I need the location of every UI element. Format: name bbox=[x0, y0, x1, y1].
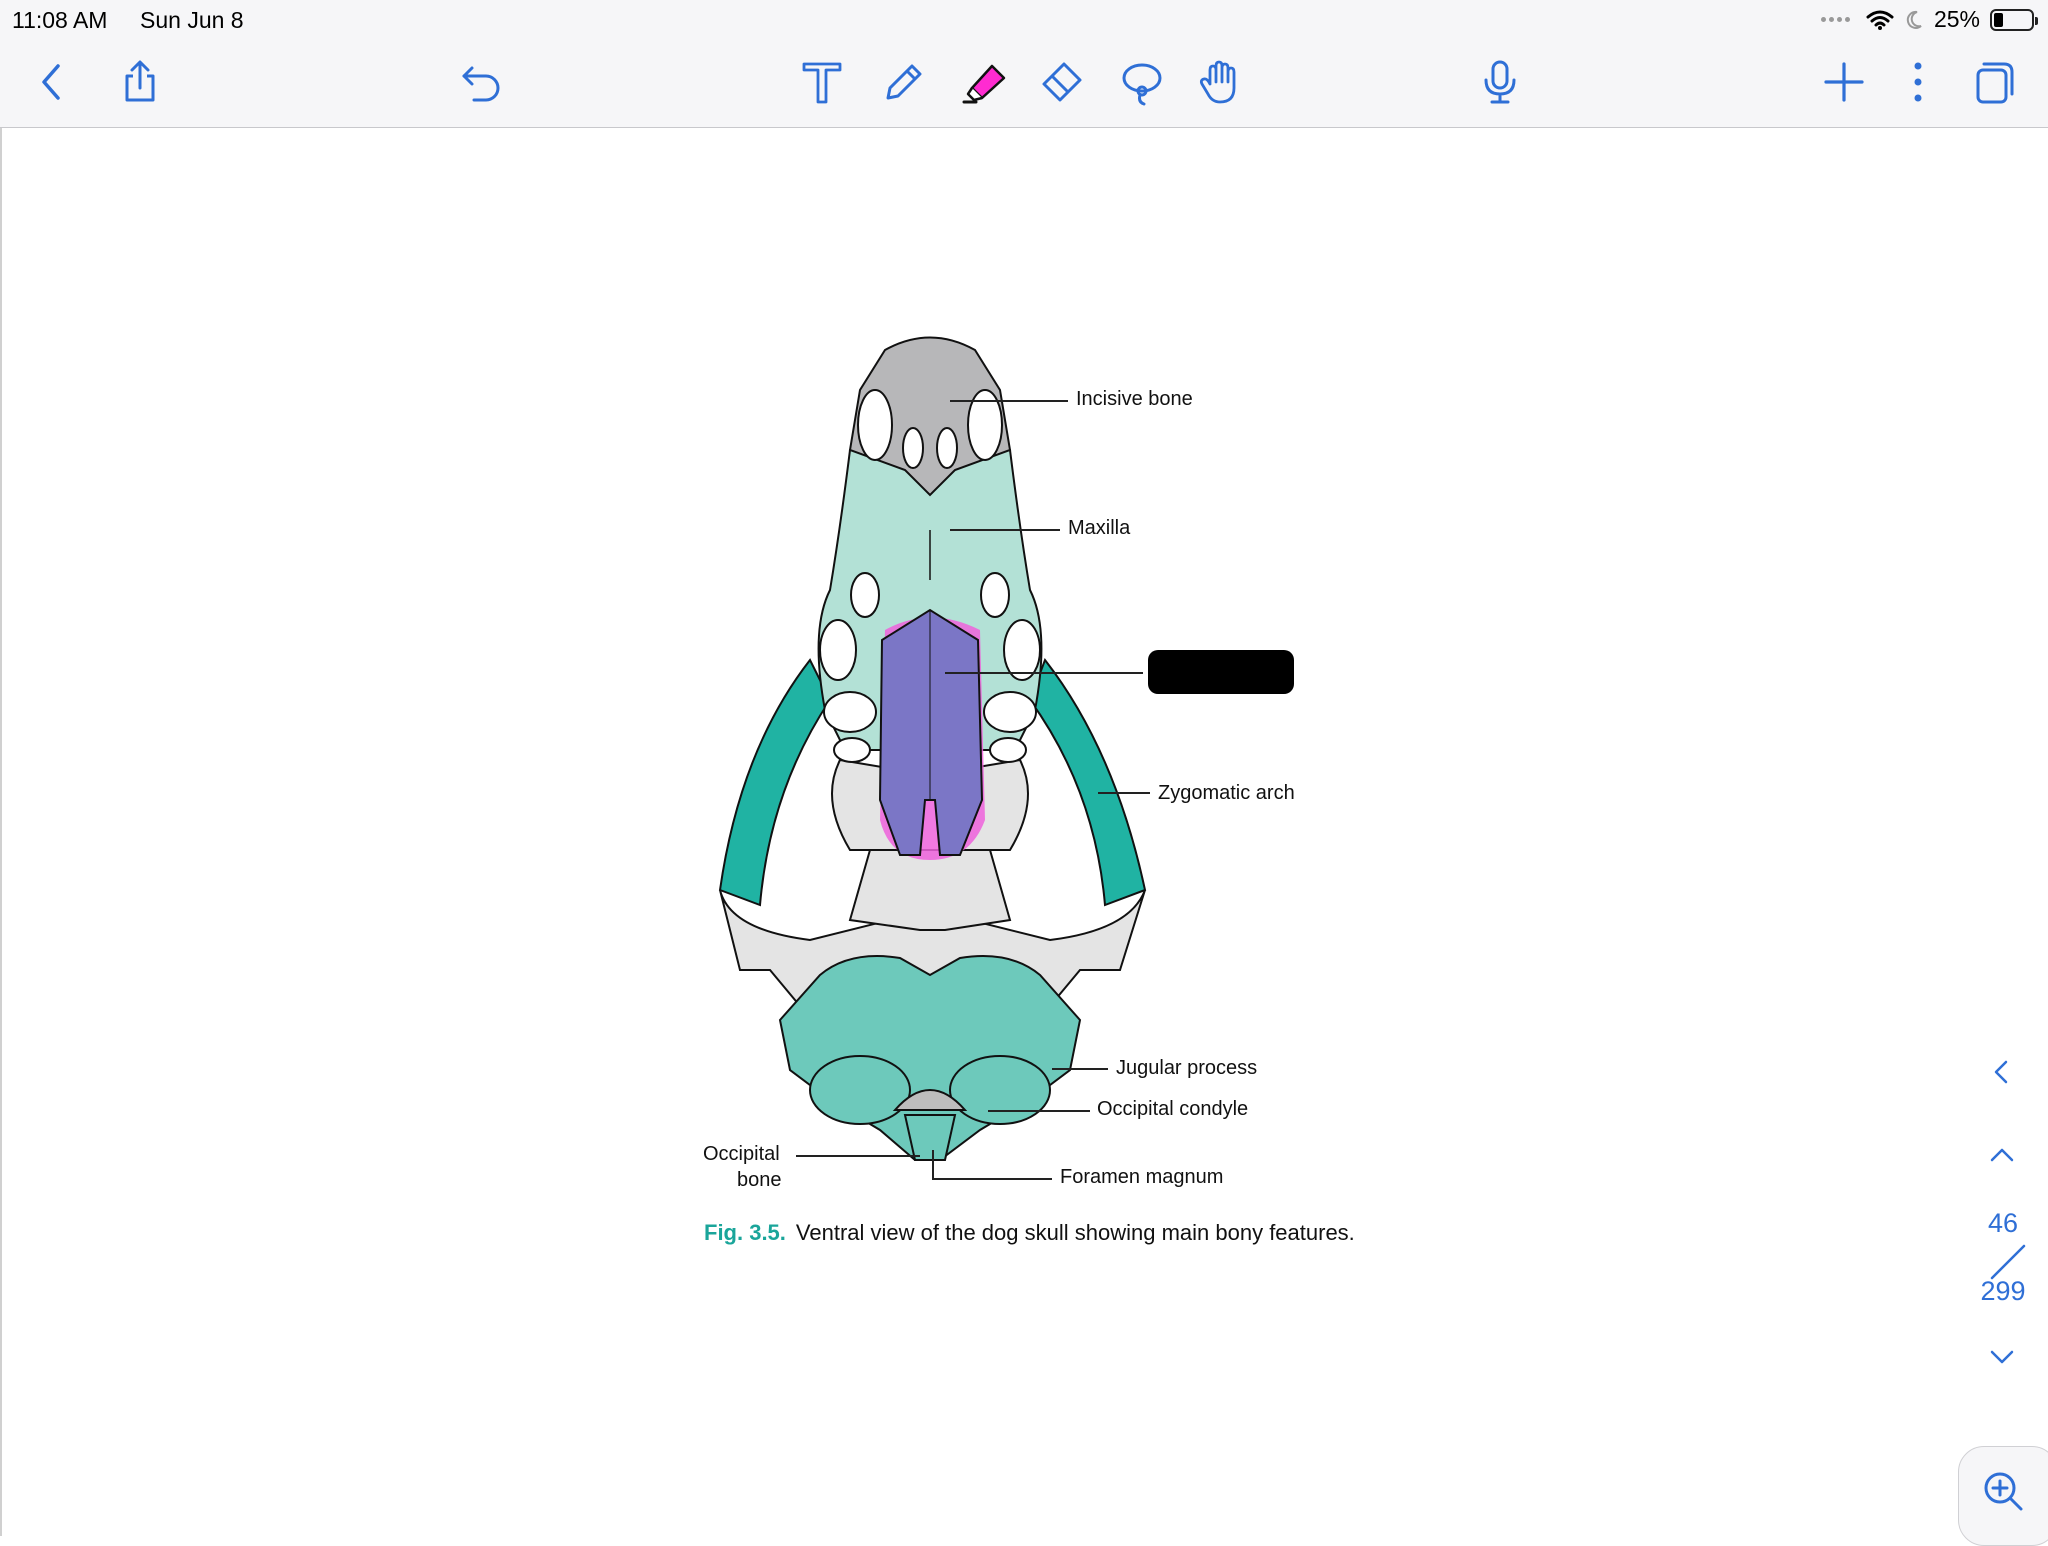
chevron-down-icon bbox=[1990, 1350, 2014, 1364]
leader-maxilla bbox=[950, 529, 1060, 531]
undo-button[interactable] bbox=[454, 54, 510, 110]
chevron-left-icon bbox=[1994, 1060, 2008, 1084]
highlighter-tool-button[interactable] bbox=[956, 54, 1012, 110]
label-zygomatic-arch: Zygomatic arch bbox=[1158, 782, 1295, 804]
share-button[interactable] bbox=[112, 54, 168, 110]
figure-caption: Fig. 3.5. Ventral view of the dog skull s… bbox=[704, 1220, 1355, 1246]
wifi-icon bbox=[1866, 10, 1894, 30]
leader-jugular-process bbox=[1052, 1068, 1108, 1070]
redacted-label-box bbox=[1148, 650, 1294, 694]
lasso-tool-icon bbox=[1122, 63, 1162, 106]
back-button[interactable] bbox=[24, 54, 80, 110]
chevron-up-icon bbox=[1990, 1148, 2014, 1162]
total-page-count: 299 bbox=[1980, 1276, 2026, 1306]
caption-figure-number: Fig. 3.5. bbox=[704, 1220, 786, 1245]
leader-foramen-magnum-vertical bbox=[932, 1150, 934, 1178]
more-icon bbox=[1914, 62, 1922, 102]
zoom-button[interactable] bbox=[1958, 1446, 2048, 1546]
toolbar bbox=[0, 40, 2048, 128]
add-button[interactable] bbox=[1816, 54, 1872, 110]
status-bar: 11:08 AM Sun Jun 8 25% bbox=[0, 0, 2048, 40]
eraser-tool-icon bbox=[1042, 62, 1082, 102]
page-divider-slash bbox=[1990, 1244, 2026, 1280]
pages-button[interactable] bbox=[1966, 54, 2022, 110]
collapse-nav-button[interactable] bbox=[1980, 1050, 2024, 1094]
microphone-button[interactable] bbox=[1472, 54, 1528, 110]
status-time: 11:08 AM bbox=[12, 7, 108, 33]
dog-skull-ventral-illustration bbox=[718, 336, 1147, 1161]
leader-incisive-bone bbox=[950, 400, 1068, 402]
label-jugular-process: Jugular process bbox=[1116, 1057, 1258, 1079]
hand-tool-button[interactable] bbox=[1192, 54, 1248, 110]
add-icon bbox=[1824, 62, 1864, 102]
eraser-tool-button[interactable] bbox=[1034, 54, 1090, 110]
label-incisive-bone: Incisive bone bbox=[1076, 388, 1193, 410]
text-tool-icon bbox=[802, 62, 842, 104]
battery-icon bbox=[1990, 8, 2038, 31]
battery-level bbox=[1994, 12, 2003, 27]
lasso-tool-button[interactable] bbox=[1114, 54, 1170, 110]
microphone-icon bbox=[1484, 60, 1516, 104]
battery-percent: 25% bbox=[1933, 6, 1980, 32]
previous-page-button[interactable] bbox=[1980, 1134, 2024, 1178]
label-occipital-condyle: Occipital condyle bbox=[1097, 1098, 1249, 1120]
multitasking-dots-icon bbox=[1820, 17, 1850, 22]
leader-zygomatic-arch bbox=[1098, 792, 1150, 794]
status-date: Sun Jun 8 bbox=[140, 7, 244, 33]
hand-tool-icon bbox=[1199, 60, 1236, 104]
next-page-button[interactable] bbox=[1980, 1334, 2024, 1378]
highlighter-tool-icon bbox=[962, 64, 1006, 104]
moon-icon bbox=[1906, 10, 1922, 29]
label-maxilla: Maxilla bbox=[1068, 517, 1131, 539]
current-page-number[interactable]: 46 bbox=[1987, 1208, 2019, 1238]
more-button[interactable] bbox=[1890, 54, 1946, 110]
label-foramen-magnum: Foramen magnum bbox=[1060, 1166, 1224, 1188]
leader-foramen-magnum bbox=[932, 1178, 1052, 1180]
back-icon bbox=[42, 64, 60, 100]
leader-redacted-label bbox=[945, 672, 1143, 674]
pen-tool-icon bbox=[886, 64, 922, 100]
status-indicators: 25% bbox=[1820, 6, 2038, 33]
share-icon bbox=[125, 60, 155, 102]
undo-icon bbox=[462, 66, 500, 102]
document-page[interactable] bbox=[0, 128, 2048, 1536]
leader-occipital-bone bbox=[796, 1155, 920, 1157]
pen-tool-button[interactable] bbox=[876, 54, 932, 110]
label-occipital-bone-line2: bone bbox=[737, 1169, 782, 1191]
label-occipital-bone-line1: Occipital bbox=[703, 1143, 780, 1165]
zoom-in-icon bbox=[1984, 1472, 2023, 1511]
caption-text: Ventral view of the dog skull showing ma… bbox=[795, 1220, 1355, 1245]
leader-occipital-condyle bbox=[988, 1110, 1090, 1112]
text-tool-button[interactable] bbox=[794, 54, 850, 110]
pages-icon bbox=[1976, 62, 2014, 104]
